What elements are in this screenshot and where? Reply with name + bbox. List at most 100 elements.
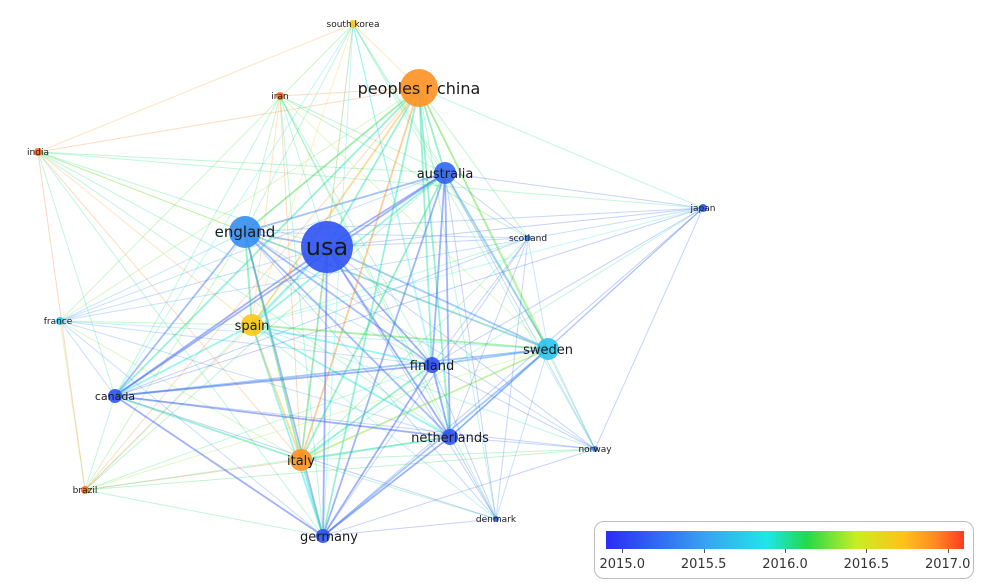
network-nodes <box>34 20 707 543</box>
edge-italy-germany <box>300 459 324 537</box>
edge-finland-iran <box>279 95 433 366</box>
edge-england-italy <box>244 231 302 461</box>
node-england[interactable] <box>229 216 261 248</box>
edge-spain-japan <box>251 207 704 326</box>
edge-netherlands-norway <box>449 436 596 450</box>
edge-spain-italy <box>251 324 302 461</box>
node-france[interactable] <box>56 317 64 325</box>
node-spain[interactable] <box>241 314 263 336</box>
edge-australia-india <box>37 151 446 174</box>
node-germany[interactable] <box>316 529 330 543</box>
legend-tick-label: 2016.0 <box>762 557 808 572</box>
label-india: india <box>27 148 49 158</box>
edge-france-brazil <box>59 320 86 491</box>
edge-usa-canada <box>114 246 328 397</box>
edge-finland-brazil <box>84 364 433 491</box>
legend-tick-mark <box>947 549 949 553</box>
edge-germany-norway <box>322 448 596 537</box>
node-canada[interactable] <box>108 389 122 403</box>
edge-sweden-japan <box>547 207 704 350</box>
node-finland[interactable] <box>424 357 440 373</box>
node-denmark[interactable] <box>493 516 499 522</box>
edge-usa-peoples-r-china <box>326 87 420 248</box>
edge-peoples-r-china-iran <box>279 87 420 97</box>
edge-peoples-r-china-norway <box>418 87 596 450</box>
edge-usa-south-korea <box>326 23 354 248</box>
legend-tick-label: 2017.0 <box>924 557 971 572</box>
edge-england-denmark <box>244 231 497 520</box>
edge-usa-germany <box>322 246 328 537</box>
label-sweden: sweden <box>523 343 573 358</box>
edge-usa-france <box>59 246 328 322</box>
edge-spain-sweden <box>251 324 549 350</box>
node-japan[interactable] <box>699 204 707 212</box>
legend-tick-mark <box>622 549 624 553</box>
label-germany: germany <box>300 530 358 545</box>
node-peoples-r-china[interactable] <box>400 69 438 107</box>
node-brazil[interactable] <box>81 486 89 494</box>
edge-italy-norway <box>300 448 596 461</box>
edge-italy-scotland <box>300 237 529 461</box>
edge-peoples-r-china-finland <box>418 87 433 366</box>
node-netherlands[interactable] <box>442 429 458 445</box>
edge-italy-iran <box>279 95 302 461</box>
edge-peoples-r-china-scotland <box>418 87 529 239</box>
node-sweden[interactable] <box>537 338 559 360</box>
legend-tick-mark <box>785 549 786 553</box>
edge-peoples-r-china-brazil <box>84 87 420 491</box>
edge-usa-brazil <box>84 246 328 491</box>
edge-usa-italy <box>300 246 328 461</box>
edge-italy-sweden <box>300 348 549 461</box>
node-india[interactable] <box>34 148 42 156</box>
node-norway[interactable] <box>592 446 598 452</box>
edge-germany-iran <box>279 95 324 537</box>
node-scotland[interactable] <box>525 235 531 241</box>
edge-peoples-r-china-england <box>244 87 420 233</box>
edge-spain-south-korea <box>251 23 354 326</box>
edge-australia-italy <box>300 172 446 461</box>
edge-australia-iran <box>279 95 446 174</box>
edge-peoples-r-china-spain <box>251 87 420 326</box>
node-usa[interactable] <box>301 221 353 273</box>
legend-color-bar <box>606 531 964 549</box>
edge-sweden-brazil <box>84 348 549 491</box>
edge-japan-france <box>59 207 704 322</box>
edge-netherlands-denmark <box>449 436 497 520</box>
edge-usa-iran <box>279 95 328 248</box>
edge-germany-france <box>59 320 324 537</box>
edge-canada-japan <box>114 207 704 397</box>
edge-iran-denmark <box>279 95 497 520</box>
label-canada: canada <box>95 390 135 403</box>
edge-italy-brazil <box>84 459 302 491</box>
edge-usa-finland <box>326 246 433 366</box>
edge-peoples-r-china-netherlands <box>418 87 451 438</box>
edge-scotland-denmark <box>495 237 529 520</box>
legend-tick-label: 2015.0 <box>599 557 646 572</box>
legend-tick-mark <box>703 549 705 553</box>
edge-sweden-south-korea <box>352 23 549 350</box>
edge-england-finland <box>244 231 433 366</box>
edge-australia-brazil <box>84 172 446 491</box>
node-south-korea[interactable] <box>349 20 357 28</box>
edge-england-canada <box>114 231 246 397</box>
edge-australia-netherlands <box>444 172 451 438</box>
edge-peoples-r-china-canada <box>114 87 420 397</box>
edge-australia-canada <box>114 172 446 397</box>
node-australia[interactable] <box>434 162 456 184</box>
edge-peoples-r-china-denmark <box>418 87 497 520</box>
edge-spain-norway <box>251 324 596 450</box>
edge-sweden-france <box>59 320 549 350</box>
node-italy[interactable] <box>290 449 312 471</box>
label-denmark: denmark <box>476 515 517 525</box>
edge-netherlands-germany <box>322 436 451 537</box>
label-scotland: scotland <box>509 234 547 244</box>
node-iran[interactable] <box>276 92 284 100</box>
edge-germany-india <box>37 151 324 537</box>
edge-netherlands-canada <box>114 395 451 438</box>
edge-australia-south-korea <box>352 23 446 174</box>
edge-spain-germany <box>251 324 324 537</box>
label-australia: australia <box>417 167 474 182</box>
legend-tick-label: 2016.5 <box>843 557 890 572</box>
edge-england-sweden <box>244 231 549 350</box>
